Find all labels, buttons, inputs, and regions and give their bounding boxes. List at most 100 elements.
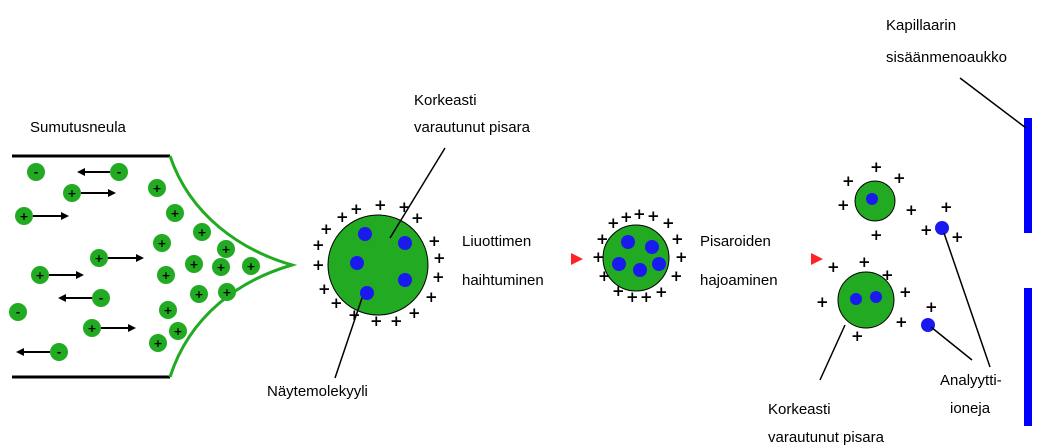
svg-text:+: + [881, 266, 894, 284]
svg-text:+: + [858, 253, 871, 271]
small-droplet-bottom: + + + + + + + [816, 253, 912, 345]
svg-text:+: + [671, 230, 684, 248]
svg-text:+: + [222, 286, 231, 299]
capillary-inlet [1024, 118, 1032, 426]
svg-text:+: + [640, 288, 653, 306]
ion-negative: - [16, 343, 68, 361]
svg-text:+: + [626, 288, 639, 306]
sample-molecule [358, 227, 372, 241]
sample-molecule [398, 273, 412, 287]
sample-molecule [866, 193, 878, 205]
svg-text:+: + [157, 237, 166, 250]
svg-text:+: + [607, 214, 620, 232]
svg-text:+: + [895, 313, 908, 331]
pointer-line [931, 327, 972, 360]
capillary-inlet-label: Kapillaarin [886, 17, 956, 34]
charged-droplet-label-top: varautunut pisara [414, 119, 531, 136]
svg-text:+: + [670, 267, 683, 285]
svg-text:+: + [312, 256, 325, 274]
svg-text:+: + [598, 267, 611, 285]
svg-text:+: + [350, 200, 363, 218]
svg-text:+: + [851, 327, 864, 345]
svg-text:-: - [34, 166, 39, 179]
svg-text:+: + [216, 261, 225, 274]
svg-text:+: + [827, 258, 840, 276]
ion-positive: + [90, 249, 144, 267]
svg-text:+: + [19, 210, 28, 223]
fission-arrow [697, 253, 823, 265]
svg-text:+: + [67, 187, 76, 200]
sample-molecule [360, 286, 374, 300]
svg-text:+: + [428, 232, 441, 250]
svg-text:+: + [374, 196, 387, 214]
ion-positive: + [31, 266, 84, 284]
svg-text:+: + [870, 226, 883, 244]
svg-text:+: + [408, 304, 421, 322]
charged-droplet-label-top: Korkeasti [414, 92, 477, 109]
svg-text:+: + [246, 260, 255, 273]
charged-droplet-label-bottom: Korkeasti [768, 401, 831, 418]
svg-text:-: - [117, 166, 122, 179]
svg-text:+: + [893, 169, 906, 187]
svg-text:+: + [842, 172, 855, 190]
large-charged-droplet: + + + + + + + + + + + + + + + + + + [312, 196, 446, 330]
ion-positive: + [83, 319, 136, 337]
evaporation-label: haihtuminen [462, 272, 544, 289]
svg-text:-: - [57, 346, 62, 359]
svg-text:+: + [87, 322, 96, 335]
svg-text:+: + [170, 207, 179, 220]
svg-text:+: + [837, 196, 850, 214]
svg-text:+: + [189, 258, 198, 271]
svg-text:+: + [675, 248, 688, 266]
svg-text:+: + [596, 230, 609, 248]
evaporation-label: Liuottimen [462, 233, 531, 250]
svg-text:+: + [951, 228, 964, 246]
sample-molecule [398, 236, 412, 250]
svg-text:+: + [163, 304, 172, 317]
capillary-wall-top [1024, 118, 1032, 233]
sample-molecule [850, 293, 862, 305]
ion-negative: - - [9, 289, 110, 321]
medium-charged-droplet: + + + + + + + + + + + + + + + [592, 205, 688, 306]
sample-molecule [870, 291, 882, 303]
sample-molecule [652, 257, 666, 271]
svg-text:+: + [161, 269, 170, 282]
svg-text:+: + [221, 243, 230, 256]
svg-text:+: + [620, 208, 633, 226]
ion-positive: + [15, 207, 69, 225]
sample-molecule [633, 263, 647, 277]
svg-text:-: - [99, 292, 104, 305]
needle-label: Sumutusneula [30, 119, 127, 136]
svg-text:+: + [433, 249, 446, 267]
charged-droplet-label-bottom: varautunut pisara [768, 429, 885, 446]
sample-molecule [645, 240, 659, 254]
svg-text:+: + [35, 269, 44, 282]
svg-text:+: + [336, 208, 349, 226]
capillary-wall-bottom [1024, 288, 1032, 426]
sample-molecule [621, 235, 635, 249]
ion-negative: - - [27, 163, 128, 181]
fission-label: Pisaroiden [700, 233, 771, 250]
svg-text:+: + [153, 337, 162, 350]
svg-text:+: + [370, 312, 383, 330]
svg-text:+: + [899, 283, 912, 301]
svg-text:+: + [330, 294, 343, 312]
analyte-ion: + + + [920, 198, 964, 246]
svg-text:+: + [197, 226, 206, 239]
svg-text:+: + [592, 248, 605, 266]
fission-label: hajoaminen [700, 272, 778, 289]
svg-text:+: + [633, 205, 646, 223]
pointer-line [820, 325, 845, 380]
pointer-line [944, 233, 990, 367]
svg-text:+: + [94, 252, 103, 265]
sample-molecule [612, 257, 626, 271]
analyte-ions-label: Analyytti- [940, 372, 1002, 389]
needle-ions: - - - - - + + + + + [9, 163, 260, 361]
svg-text:+: + [647, 207, 660, 225]
svg-text:+: + [940, 198, 953, 216]
svg-text:+: + [173, 325, 182, 338]
cone-positive-ions: + + + + + + + + + + + + + + [148, 179, 260, 352]
svg-text:-: - [16, 306, 21, 319]
analyte-ion: + [921, 298, 938, 332]
